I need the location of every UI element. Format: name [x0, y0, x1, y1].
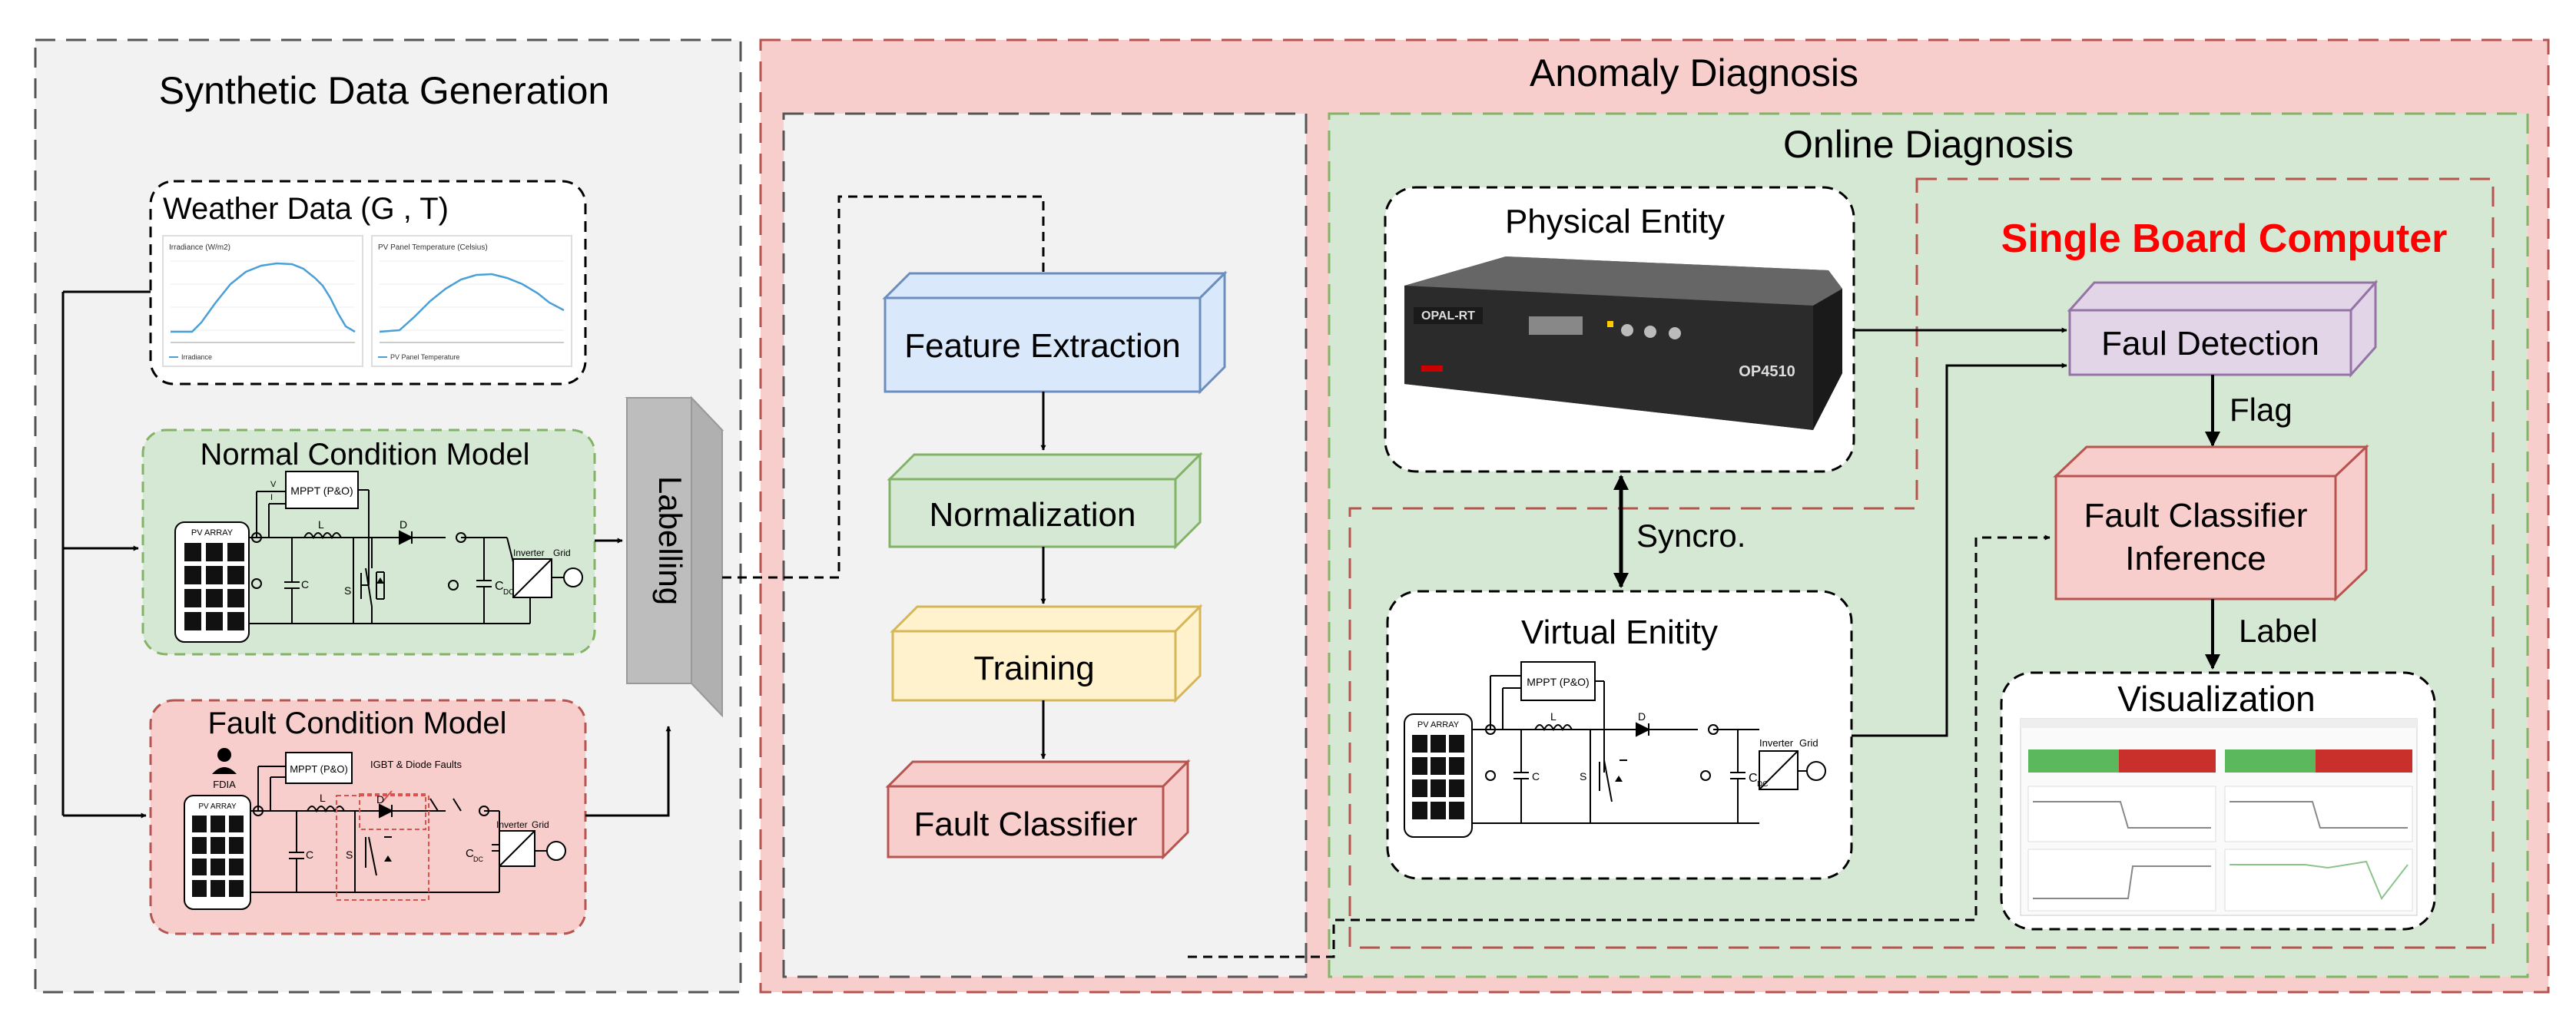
temperature-line [379, 273, 565, 333]
training-label: Training [973, 650, 1094, 687]
fault-circuit: FDIA PV ARRAY [184, 748, 566, 910]
mppt-label-virtual: MPPT (P&O) [1527, 676, 1589, 688]
pv-array-label: PV ARRAY [191, 528, 234, 538]
inverter-label-virtual: Inverter [1759, 737, 1794, 749]
labelling-label: Labelling [652, 476, 688, 605]
virtual-entity-title: Virtual Enitity [1521, 614, 1718, 651]
switch-label-fault: S [346, 849, 353, 861]
diode-label: D [399, 518, 407, 531]
virtual-to-detection-arrow [1852, 362, 2067, 737]
fault-model-title: Fault Condition Model [207, 706, 506, 740]
irradiance-chart: Irradiance (W/m2) Irradiance [162, 235, 363, 367]
inductor-label: L [318, 518, 324, 531]
cdc-subscript: DC [503, 588, 514, 597]
training-block: Training [890, 604, 1203, 703]
inference-block: Fault Classifier Inference [2053, 444, 2369, 602]
grid-label-fault: Grid [532, 819, 549, 830]
virtual-circuit: PV ARRAY [1404, 661, 1826, 838]
syncro-label: Syncro. [1636, 518, 1746, 554]
grid-label-virtual: Grid [1799, 737, 1818, 749]
mppt-label-fault: MPPT (P&O) [290, 763, 348, 775]
switch-label: S [344, 584, 351, 597]
fault-model-box [149, 699, 587, 935]
normal-circuit: PV ARRAY [174, 471, 583, 643]
labelling-block: Labelling [625, 395, 724, 718]
fdia-label: FDIA [213, 779, 236, 790]
capacitor-label: C [301, 578, 309, 591]
normalization-block: Normalization [887, 452, 1203, 550]
vpv-label: V [270, 480, 277, 489]
cdc-subscript-virtual: DC [1757, 780, 1768, 789]
inference-label-line2: Inference [2125, 540, 2266, 577]
normal-model-title: Normal Condition Model [200, 438, 529, 471]
opal-rt-device-image: OPAL-RT OP4510 [1404, 256, 1842, 430]
weather-to-models-connectors [61, 290, 151, 819]
pv-array-label-fault: PV ARRAY [198, 802, 237, 811]
classifier-to-inference-arrow [1188, 534, 2051, 958]
physical-entity-title: Physical Entity [1505, 203, 1725, 240]
cdc-label-virtual: C [1749, 772, 1758, 785]
irradiance-line [171, 262, 356, 333]
inverter-label: Inverter [513, 548, 545, 558]
synthetic-title: Synthetic Data Generation [159, 69, 609, 112]
dashboard-screenshot [2020, 718, 2418, 916]
grid-label: Grid [553, 548, 571, 558]
sbc-title: Single Board Computer [2001, 217, 2448, 261]
visualization-title: Visualization [2117, 679, 2315, 719]
ipv-label: I [270, 493, 273, 502]
virtual-entity-box [1386, 590, 1853, 880]
pv-array-label-virtual: PV ARRAY [1417, 720, 1460, 730]
irradiance-legend: Irradiance [181, 353, 212, 361]
device-model: OP4510 [1739, 363, 1795, 380]
temperature-legend: PV Panel Temperature [390, 353, 459, 361]
online-title: Online Diagnosis [1783, 123, 2074, 166]
device-brand: OPAL-RT [1421, 309, 1475, 323]
weather-title: Weather Data (G , T) [163, 192, 449, 226]
temperature-chart: PV Panel Temperature (Celsius) PV Panel … [371, 235, 572, 367]
inverter-label-fault: Inverter [496, 819, 528, 830]
hacker-icon [212, 748, 237, 774]
fault-classifier-block: Fault Classifier [885, 759, 1191, 860]
switch-label-virtual: S [1580, 770, 1586, 783]
feature-extraction-block: Feature Extraction [882, 270, 1228, 395]
diode-label-fault: D [376, 793, 384, 806]
anomaly-title: Anomaly Diagnosis [1530, 51, 1858, 94]
cdc-label-fault: C [466, 847, 474, 860]
capacitor-label-virtual: C [1532, 770, 1540, 783]
inductor-label-virtual: L [1550, 710, 1557, 723]
labelling-to-feature-arrow [722, 195, 1046, 579]
mppt-label: MPPT (P&O) [290, 485, 353, 497]
diode-label-virtual: D [1638, 710, 1646, 723]
fault-to-labelling-arrow [585, 726, 671, 817]
cdc-label: C [495, 580, 504, 593]
normalization-label: Normalization [930, 496, 1136, 534]
inductor-label-fault: L [320, 792, 326, 804]
weather-data-box: Weather Data (G , T) Irradiance (W/m2) I… [149, 180, 587, 385]
temperature-chart-title: PV Panel Temperature (Celsius) [378, 243, 488, 252]
capacitor-label-fault: C [306, 849, 313, 861]
irradiance-chart-title: Irradiance (W/m2) [169, 243, 230, 252]
label-text: Label [2239, 613, 2318, 649]
flag-label: Flag [2230, 392, 2293, 428]
fault-detection-label: Faul Detection [2101, 325, 2319, 362]
inference-label-line1: Fault Classifier [2084, 497, 2308, 534]
igbt-label: IGBT & Diode Faults [370, 759, 462, 770]
fault-detection-block: Faul Detection [2067, 280, 2379, 378]
cdc-subscript-fault: DC [473, 855, 483, 863]
feature-extraction-label: Feature Extraction [904, 327, 1181, 365]
fault-classifier-label: Fault Classifier [914, 806, 1138, 843]
